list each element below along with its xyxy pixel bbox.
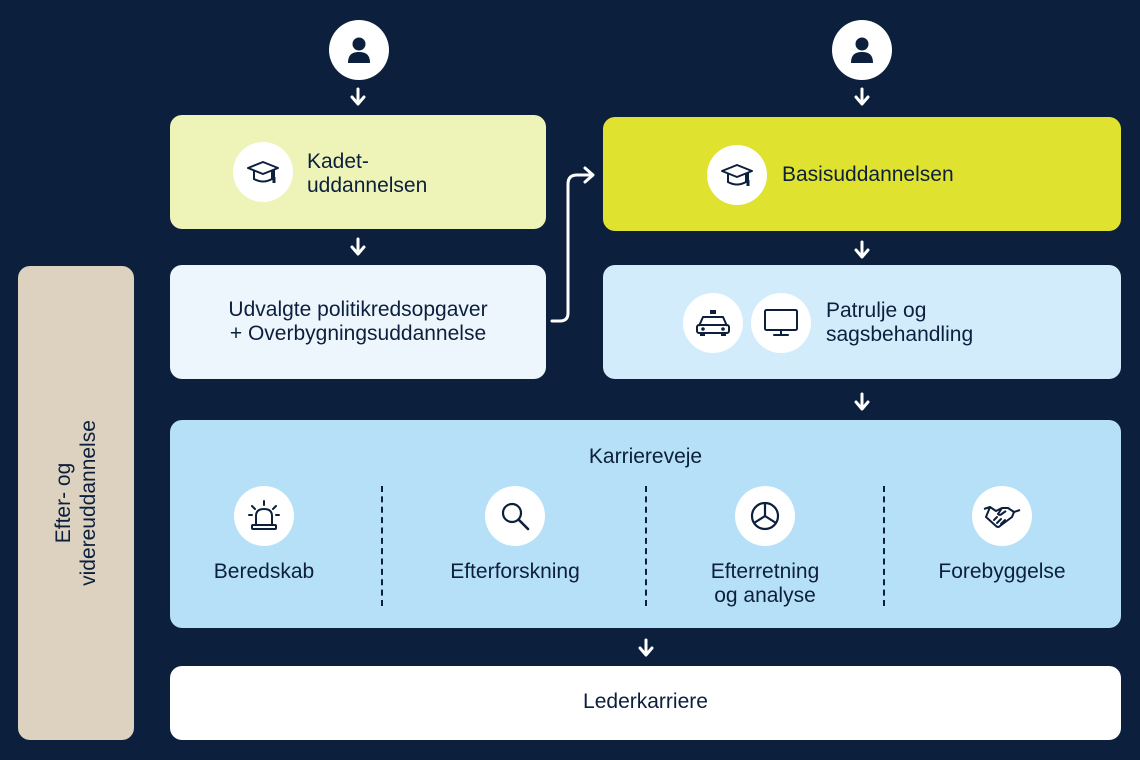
person-icon-left	[329, 20, 389, 80]
divider	[883, 486, 885, 606]
handshake-icon	[972, 486, 1032, 546]
connector-arrow-icon	[550, 166, 595, 323]
arrow-down-icon	[854, 392, 870, 411]
career-label-beredskab: Beredskab	[213, 560, 315, 583]
arrow-down-icon	[638, 638, 654, 657]
magnifier-icon	[485, 486, 545, 546]
efter-videreuddannelse-box: Efter- og videreuddannelse	[18, 266, 134, 740]
graduation-cap-icon	[233, 142, 293, 202]
pie-chart-icon	[735, 486, 795, 546]
basisuddannelsen-label: Basisuddannelsen	[782, 163, 954, 186]
career-label-efterforskning: Efterforskning	[450, 560, 580, 583]
police-car-icon	[683, 293, 743, 353]
lederkarriere-box	[170, 666, 1121, 740]
career-label-forebyggelse: Forebyggelse	[938, 560, 1066, 583]
career-label-efterretning: Efterretning og analyse	[710, 560, 820, 607]
monitor-icon	[751, 293, 811, 353]
divider	[645, 486, 647, 606]
efter-videreuddannelse-label: Efter- og videreuddannelse	[52, 420, 100, 586]
arrow-down-icon	[854, 87, 870, 106]
person-icon-right	[832, 20, 892, 80]
graduation-cap-icon	[707, 145, 767, 205]
basisuddannelsen-box	[603, 117, 1121, 231]
arrow-down-icon	[350, 237, 366, 256]
kadetuddannelsen-label: Kadet- uddannelsen	[307, 150, 428, 197]
arrow-down-icon	[350, 87, 366, 106]
lederkarriere-label: Lederkarriere	[583, 690, 708, 713]
karriereveje-title: Karriereveje	[588, 445, 703, 468]
patrulje-label: Patrulje og sagsbehandling	[826, 299, 974, 346]
divider	[381, 486, 383, 606]
siren-icon	[234, 486, 294, 546]
udvalgte-label: Udvalgte politikredsopgaver + Overbygnin…	[228, 298, 488, 345]
kadetuddannelsen-box	[170, 115, 546, 229]
arrow-down-icon	[854, 240, 870, 259]
udvalgte-box	[170, 265, 546, 379]
